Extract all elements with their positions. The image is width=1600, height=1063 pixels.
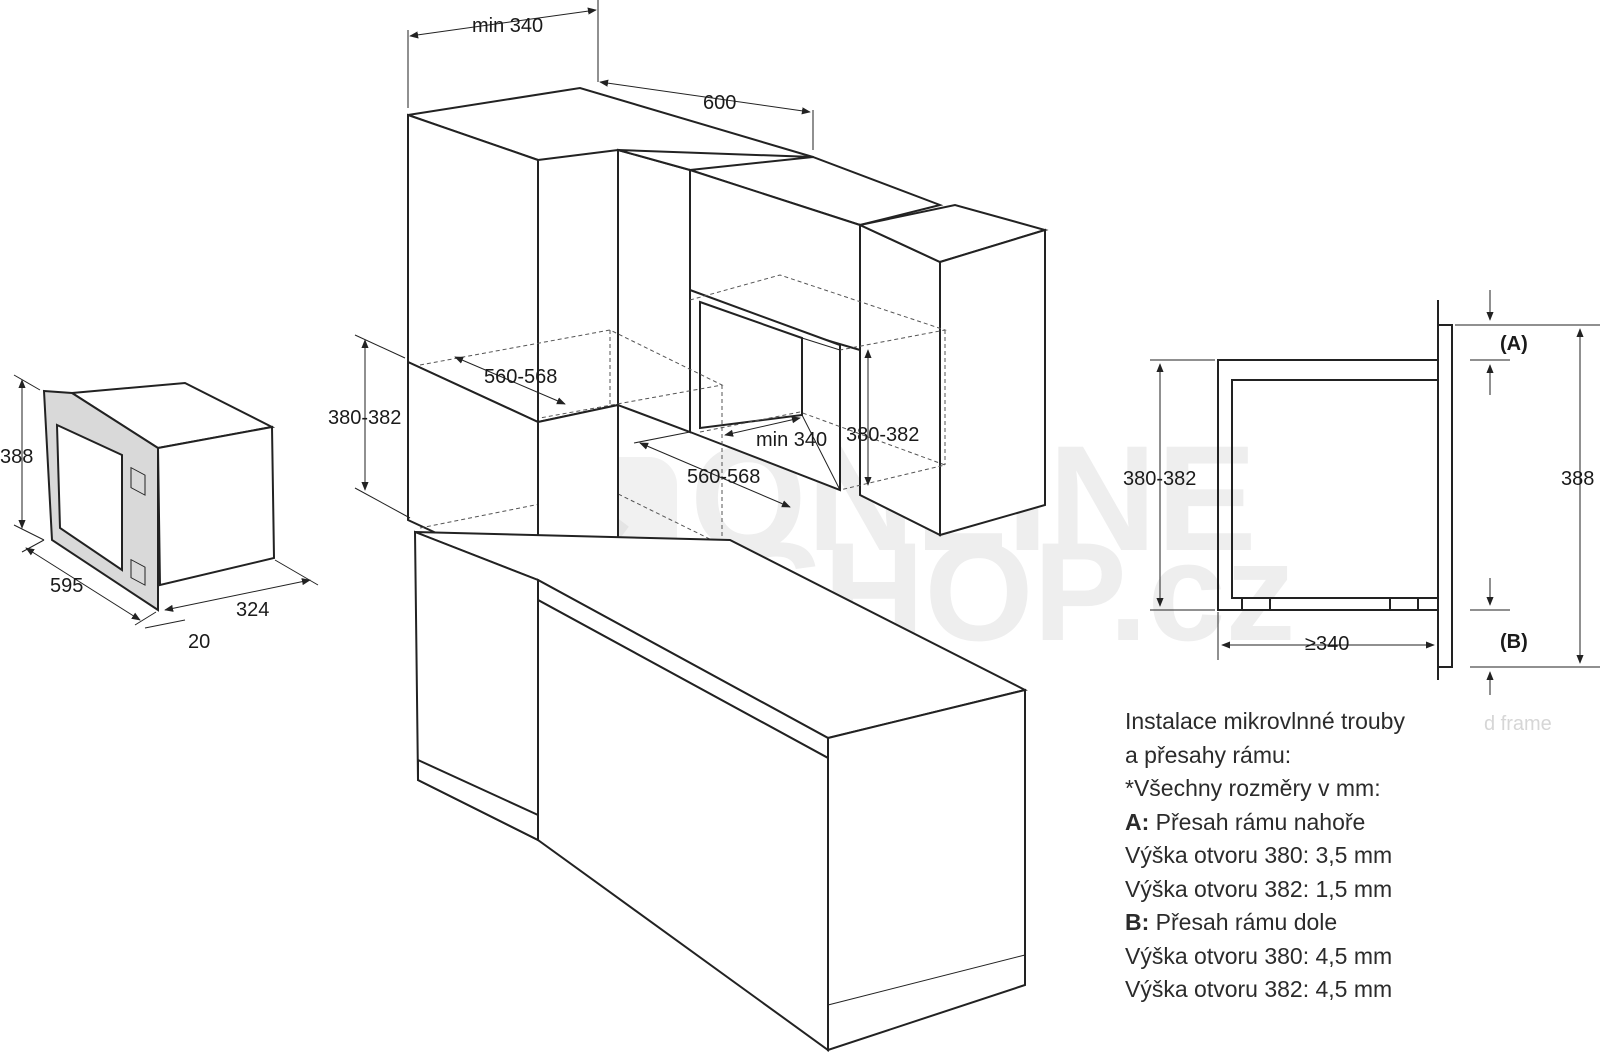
dim-right-niche-width: 560-568	[687, 466, 760, 488]
section-front-frame	[1437, 324, 1453, 668]
dim-right-niche-height: 380-382	[846, 424, 919, 446]
section-microwave-body	[1231, 379, 1438, 599]
dim-top-width: 600	[703, 92, 736, 114]
faded-frame-text: d frame	[1484, 713, 1552, 735]
dim-left-niche-height: 380-382	[328, 407, 401, 429]
base-cabinet-side	[827, 688, 1026, 1052]
section-cabinet-outline	[1217, 359, 1438, 611]
dim-right-niche-depth-line	[724, 416, 801, 437]
microwave-appliance-drawing: 388 595 324 20	[0, 374, 319, 653]
dim-right-niche-depth: min 340	[756, 429, 827, 451]
section-view-drawing: (A) (B) 380-382 388 ≥340 d frame	[1123, 290, 1600, 735]
cabinet-far-right-side	[939, 228, 1046, 537]
dim-324-line	[164, 578, 311, 612]
label-b: (B)	[1500, 631, 1528, 653]
dim-left-niche-width-line	[454, 356, 566, 405]
dim-frame-thickness: 20	[188, 631, 210, 653]
notes-a-heading: A: Přesah rámu nahoře	[1125, 806, 1585, 840]
cabinet-middle-front	[617, 148, 691, 434]
notes-b-382: Výška otvoru 382: 4,5 mm	[1125, 976, 1393, 1002]
dim-right-niche-width-ext	[633, 431, 691, 444]
dim-appliance-width: 595	[50, 575, 83, 597]
dim-appliance-depth: 324	[236, 599, 269, 621]
notes-b-heading: B: Přesah rámu dole	[1125, 906, 1585, 940]
dim-top-depth-line	[409, 7, 597, 39]
kitchen-cabinets-drawing: min 340 600 560-568 380-382 min 340 380-…	[328, 0, 1049, 1052]
notes-a-382: Výška otvoru 382: 1,5 mm	[1125, 875, 1393, 902]
dim-595-ext-left	[21, 539, 45, 553]
notes-a-380: Výška otvoru 380: 3,5 mm	[1125, 842, 1393, 868]
notes-b-prefix: B:	[1125, 909, 1150, 935]
notes-line-3: *Všechny rozměry v mm:	[1125, 775, 1381, 801]
notes-line-1: Instalace mikrovlnné trouby	[1125, 708, 1405, 734]
left-niche-dashed-top	[419, 329, 724, 419]
section-foot-rear	[1241, 597, 1271, 611]
microwave-body-side	[156, 425, 276, 587]
dim-595-line	[25, 547, 141, 621]
dim-324-ext	[274, 559, 319, 586]
dim-right-niche-width-line	[639, 442, 791, 508]
notes-a-prefix: A:	[1125, 808, 1150, 835]
dim-opening-height: 380-382	[1123, 468, 1196, 490]
dim-section-depth: ≥340	[1305, 633, 1349, 655]
dim-388-ext-bottom	[13, 524, 45, 541]
notes-b-text: Přesah rámu dole	[1149, 909, 1338, 935]
base-cabinet-plinth-line	[827, 954, 1026, 1006]
section-foot-front	[1389, 597, 1419, 611]
dim-left-niche-height-ext-top	[354, 334, 406, 359]
dim-left-niche-width: 560-568	[484, 366, 557, 388]
label-a: (A)	[1500, 333, 1528, 355]
dim-top-width-line	[599, 79, 811, 115]
dim-top-depth: min 340	[472, 15, 543, 37]
installation-notes: Instalace mikrovlnné trouby a přesahy rá…	[1125, 705, 1585, 1007]
dim-left-niche-height-ext-bottom	[354, 487, 411, 519]
dim-total-height: 388	[1561, 468, 1594, 490]
base-cabinet-plinth	[417, 758, 539, 842]
notes-line-2: a přesahy rámu:	[1125, 741, 1292, 768]
dim-20-line	[144, 619, 186, 629]
dim-388-ext-top	[13, 374, 41, 391]
notes-b-380: Výška otvoru 380: 4,5 mm	[1125, 942, 1393, 969]
dim-appliance-height: 388	[0, 446, 33, 468]
cabinet-far-right-front	[859, 223, 941, 537]
notes-a-text: Přesah rámu nahoře	[1149, 808, 1366, 835]
dim-595-ext-right	[134, 611, 157, 626]
microwave-control-display	[130, 466, 146, 496]
